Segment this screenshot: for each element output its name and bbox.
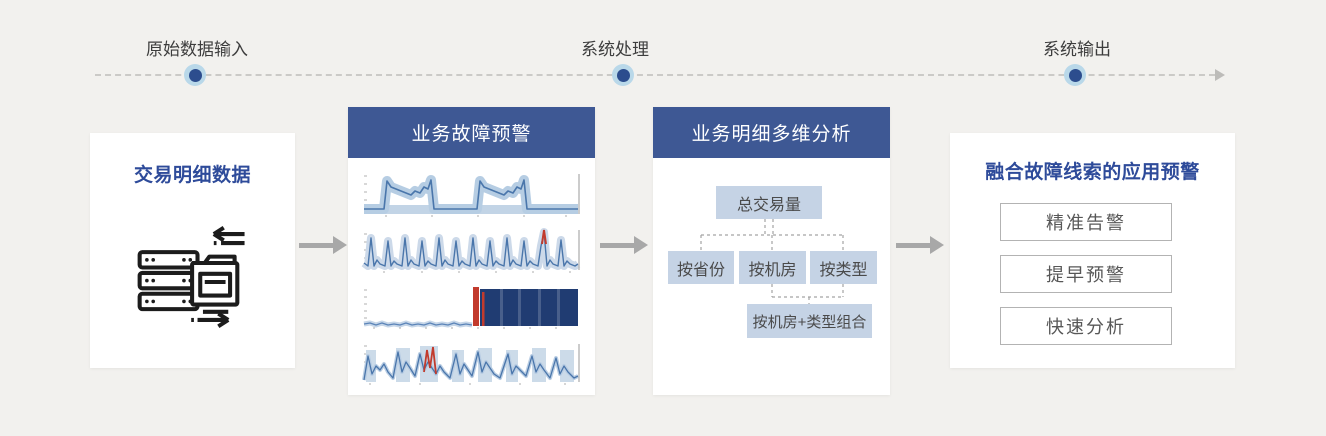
flow-arrow-1-icon	[299, 236, 347, 254]
timeline-dot-input	[184, 64, 206, 86]
stage-label-input: 原始数据输入	[146, 40, 248, 59]
arrow-head	[634, 236, 648, 254]
timeseries-chart-spikes	[360, 224, 584, 276]
flow-arrow-2-icon	[600, 236, 648, 254]
fault-charts-area	[348, 158, 595, 395]
output-card-title: 融合故障线索的应用预警	[985, 162, 1200, 183]
tree-node-province: 按省份	[668, 251, 734, 284]
flow-arrow-3-icon	[896, 236, 944, 254]
timeseries-chart-daily-cycle	[360, 168, 584, 220]
multidim-tree-area: 总交易量 按省份 按机房 按类型 按机房+类型组合	[653, 158, 890, 395]
output-card: 融合故障线索的应用预警 精准告警 提早预警 快速分析	[950, 133, 1235, 368]
tree-node-datacenter: 按机房	[739, 251, 806, 284]
timeseries-chart-block	[360, 280, 584, 332]
dot-core	[1068, 68, 1082, 82]
arrow-shaft	[600, 243, 636, 248]
stage-label-process: 系统处理	[581, 40, 649, 59]
server-data-exchange-icon	[90, 225, 295, 329]
input-data-card: 交易明细数据	[90, 133, 295, 368]
tree-node-type: 按类型	[810, 251, 877, 284]
input-card-title: 交易明细数据	[133, 165, 251, 186]
arrow-shaft	[299, 243, 335, 248]
multidim-panel-header: 业务明细多维分析	[653, 107, 890, 158]
output-item-fast-analysis: 快速分析	[1000, 307, 1172, 345]
tree-node-total: 总交易量	[716, 186, 822, 219]
timeline-dotted-line	[95, 74, 1215, 76]
tree-connector-lines	[700, 219, 844, 304]
timeline-arrowhead-icon	[1215, 69, 1225, 81]
dot-core	[616, 68, 630, 82]
stage-label-output: 系统输出	[1043, 40, 1111, 59]
arrow-head	[930, 236, 944, 254]
fault-panel-header: 业务故障预警	[348, 107, 595, 158]
timeline-dot-output	[1064, 64, 1086, 86]
timeline-dot-process	[612, 64, 634, 86]
arrow-head	[333, 236, 347, 254]
multidim-analysis-panel: 业务明细多维分析 总交易量 按省份 按机房 按类型 按机房+类型组合	[653, 107, 890, 395]
timeseries-chart-wavy	[360, 336, 584, 388]
arrow-shaft	[896, 243, 932, 248]
tree-node-combo: 按机房+类型组合	[747, 304, 872, 338]
output-item-early-warning: 提早预警	[1000, 255, 1172, 293]
fault-warning-panel: 业务故障预警	[348, 107, 595, 395]
output-item-precise-alert: 精准告警	[1000, 203, 1172, 241]
dot-core	[188, 68, 202, 82]
